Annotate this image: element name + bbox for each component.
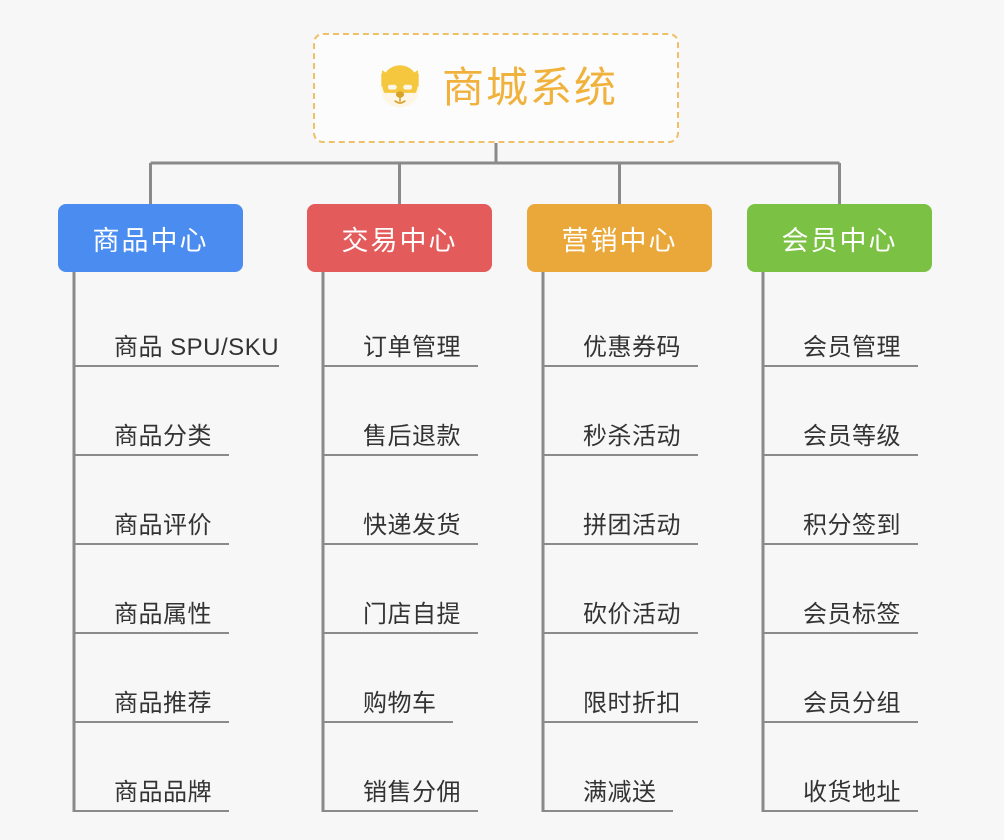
leaf-item[interactable]: 砍价活动 xyxy=(543,545,698,634)
branch-header-member-center[interactable]: 会员中心 xyxy=(747,204,932,272)
leaf-item[interactable]: 会员等级 xyxy=(763,367,918,456)
leaf-item-label: 商品分类 xyxy=(114,422,212,450)
branch-header-label: 商品中心 xyxy=(92,225,209,256)
leaf-item[interactable]: 优惠券码 xyxy=(543,278,698,367)
leaf-item-label: 砍价活动 xyxy=(583,600,681,628)
leaf-item[interactable]: 收货地址 xyxy=(763,723,918,812)
branch-header-label: 营销中心 xyxy=(561,225,678,256)
leaf-list-trade-center: 订单管理售后退款快递发货门店自提购物车销售分佣 xyxy=(323,278,478,812)
leaf-item-label: 积分签到 xyxy=(803,511,901,539)
leaf-item[interactable]: 商品属性 xyxy=(74,545,279,634)
leaf-item[interactable]: 限时折扣 xyxy=(543,634,698,723)
leaf-item[interactable]: 商品评价 xyxy=(74,456,279,545)
leaf-item[interactable]: 商品分类 xyxy=(74,367,279,456)
leaf-item[interactable]: 秒杀活动 xyxy=(543,367,698,456)
branch-header-label: 交易中心 xyxy=(341,225,458,256)
leaf-item-label: 门店自提 xyxy=(363,600,461,628)
leaf-list-member-center: 会员管理会员等级积分签到会员标签会员分组收货地址 xyxy=(763,278,918,812)
leaf-list-product-center: 商品 SPU/SKU 商品分类商品评价商品属性商品推荐商品品牌 xyxy=(74,278,280,812)
leaf-list-marketing-center: 优惠券码秒杀活动拼团活动砍价活动限时折扣满减送 xyxy=(543,278,698,812)
leaf-item[interactable]: 会员标签 xyxy=(763,545,918,634)
shiba-dog-face-icon xyxy=(381,65,419,108)
leaf-item-label: 商品推荐 xyxy=(114,689,212,717)
leaf-item-label: 满减送 xyxy=(583,778,657,806)
branch-header-label: 会员中心 xyxy=(781,225,898,256)
leaf-item-label: 购物车 xyxy=(363,689,437,717)
leaf-item-label: 销售分佣 xyxy=(363,778,461,806)
leaf-item-label: 收货地址 xyxy=(803,778,901,806)
leaf-item[interactable]: 购物车 xyxy=(323,634,461,723)
leaf-item[interactable]: 会员分组 xyxy=(763,634,918,723)
branch-header-marketing-center[interactable]: 营销中心 xyxy=(527,204,712,272)
branch-header-trade-center[interactable]: 交易中心 xyxy=(307,204,492,272)
leaf-item[interactable]: 商品 SPU/SKU xyxy=(74,278,280,367)
leaf-item-label: 限时折扣 xyxy=(583,689,681,717)
leaf-item-label: 商品品牌 xyxy=(114,778,212,806)
leaf-item-label: 订单管理 xyxy=(363,333,461,361)
leaf-item-label: 会员标签 xyxy=(803,600,901,628)
root-title: 商城系统 xyxy=(441,64,618,111)
leaf-item-label: 优惠券码 xyxy=(583,333,681,361)
leaf-item[interactable]: 订单管理 xyxy=(323,278,478,367)
leaf-item-label: 会员分组 xyxy=(803,689,901,717)
leaf-item[interactable]: 积分签到 xyxy=(763,456,918,545)
leaf-item-label: 快递发货 xyxy=(363,511,461,539)
leaf-item[interactable]: 快递发货 xyxy=(323,456,478,545)
leaf-item[interactable]: 销售分佣 xyxy=(323,723,478,812)
leaf-item[interactable]: 商品推荐 xyxy=(74,634,279,723)
leaf-item[interactable]: 商品品牌 xyxy=(74,723,279,812)
leaf-item[interactable]: 满减送 xyxy=(543,723,681,812)
branch-header-product-center[interactable]: 商品中心 xyxy=(58,204,243,272)
leaf-item-label: 售后退款 xyxy=(363,422,461,450)
leaf-item[interactable]: 门店自提 xyxy=(323,545,478,634)
leaf-item-label: 会员等级 xyxy=(803,422,901,450)
leaf-item-label: 商品 SPU/SKU xyxy=(114,333,280,361)
leaf-item-label: 秒杀活动 xyxy=(583,422,681,450)
leaf-item-label: 商品评价 xyxy=(114,511,212,539)
leaf-item-label: 商品属性 xyxy=(114,600,212,628)
leaf-item[interactable]: 拼团活动 xyxy=(543,456,698,545)
leaf-item-label: 拼团活动 xyxy=(583,511,681,539)
leaf-item-label: 会员管理 xyxy=(803,333,901,361)
root-node[interactable]: 商城系统 xyxy=(313,33,679,143)
leaf-item[interactable]: 售后退款 xyxy=(323,367,478,456)
leaf-item[interactable]: 会员管理 xyxy=(763,278,918,367)
